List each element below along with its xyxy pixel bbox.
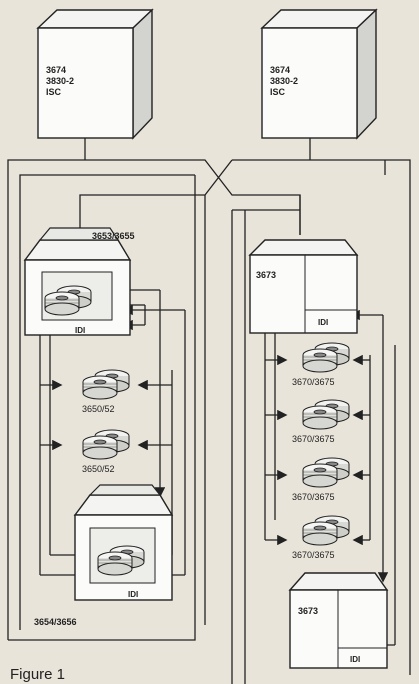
- storage-unit-right-bottom: 3673 IDI: [288, 572, 389, 669]
- storage-unit-right-top: 3673 IDI: [248, 239, 359, 334]
- controller-left-label-3: ISC: [46, 87, 62, 97]
- unit-label-3654-3656: 3654/3656: [34, 617, 77, 627]
- idi-label: IDI: [128, 590, 138, 599]
- disk-drive-right-3: 3670/3675: [292, 457, 350, 502]
- disk-drive-label: 3670/3675: [292, 377, 335, 387]
- disk-drive-right-4: 3670/3675: [292, 515, 350, 560]
- controller-right-label-3: ISC: [270, 87, 286, 97]
- figure-caption: Figure 1: [10, 666, 65, 683]
- controller-right-label-2: 3830-2: [270, 76, 298, 86]
- idi-label: IDI: [318, 318, 328, 327]
- disk-drive-label: 3670/3675: [292, 550, 335, 560]
- disk-drive-right-2: 3670/3675: [292, 399, 350, 444]
- storage-unit-left-bottom: IDI: [73, 484, 174, 601]
- unit-label-3673: 3673: [256, 270, 276, 280]
- disk-drive-right-1: 3670/3675: [292, 342, 350, 387]
- idi-label: IDI: [350, 655, 360, 664]
- disk-drive-label: 3670/3675: [292, 434, 335, 444]
- disk-drive-left-1: 3650/52: [82, 369, 130, 414]
- controller-left-label-1: 3674: [46, 65, 66, 75]
- controller-left-label-2: 3830-2: [46, 76, 74, 86]
- idi-label: IDI: [75, 326, 85, 335]
- disk-drive-label: 3650/52: [82, 404, 115, 414]
- controller-right: 3674 3830-2 ISC: [260, 8, 378, 140]
- unit-label-3673-bottom: 3673: [298, 606, 318, 616]
- disk-drive-label: 3670/3675: [292, 492, 335, 502]
- disk-drive-label: 3650/52: [82, 464, 115, 474]
- storage-unit-left-top: IDI 3653/3655: [23, 227, 135, 336]
- controller-left: 3674 3830-2 ISC: [36, 8, 154, 140]
- unit-label-3653-3655: 3653/3655: [92, 231, 135, 241]
- cabling: [7, 138, 411, 684]
- disk-drive-left-2: 3650/52: [82, 429, 130, 474]
- controller-right-label-1: 3674: [270, 65, 290, 75]
